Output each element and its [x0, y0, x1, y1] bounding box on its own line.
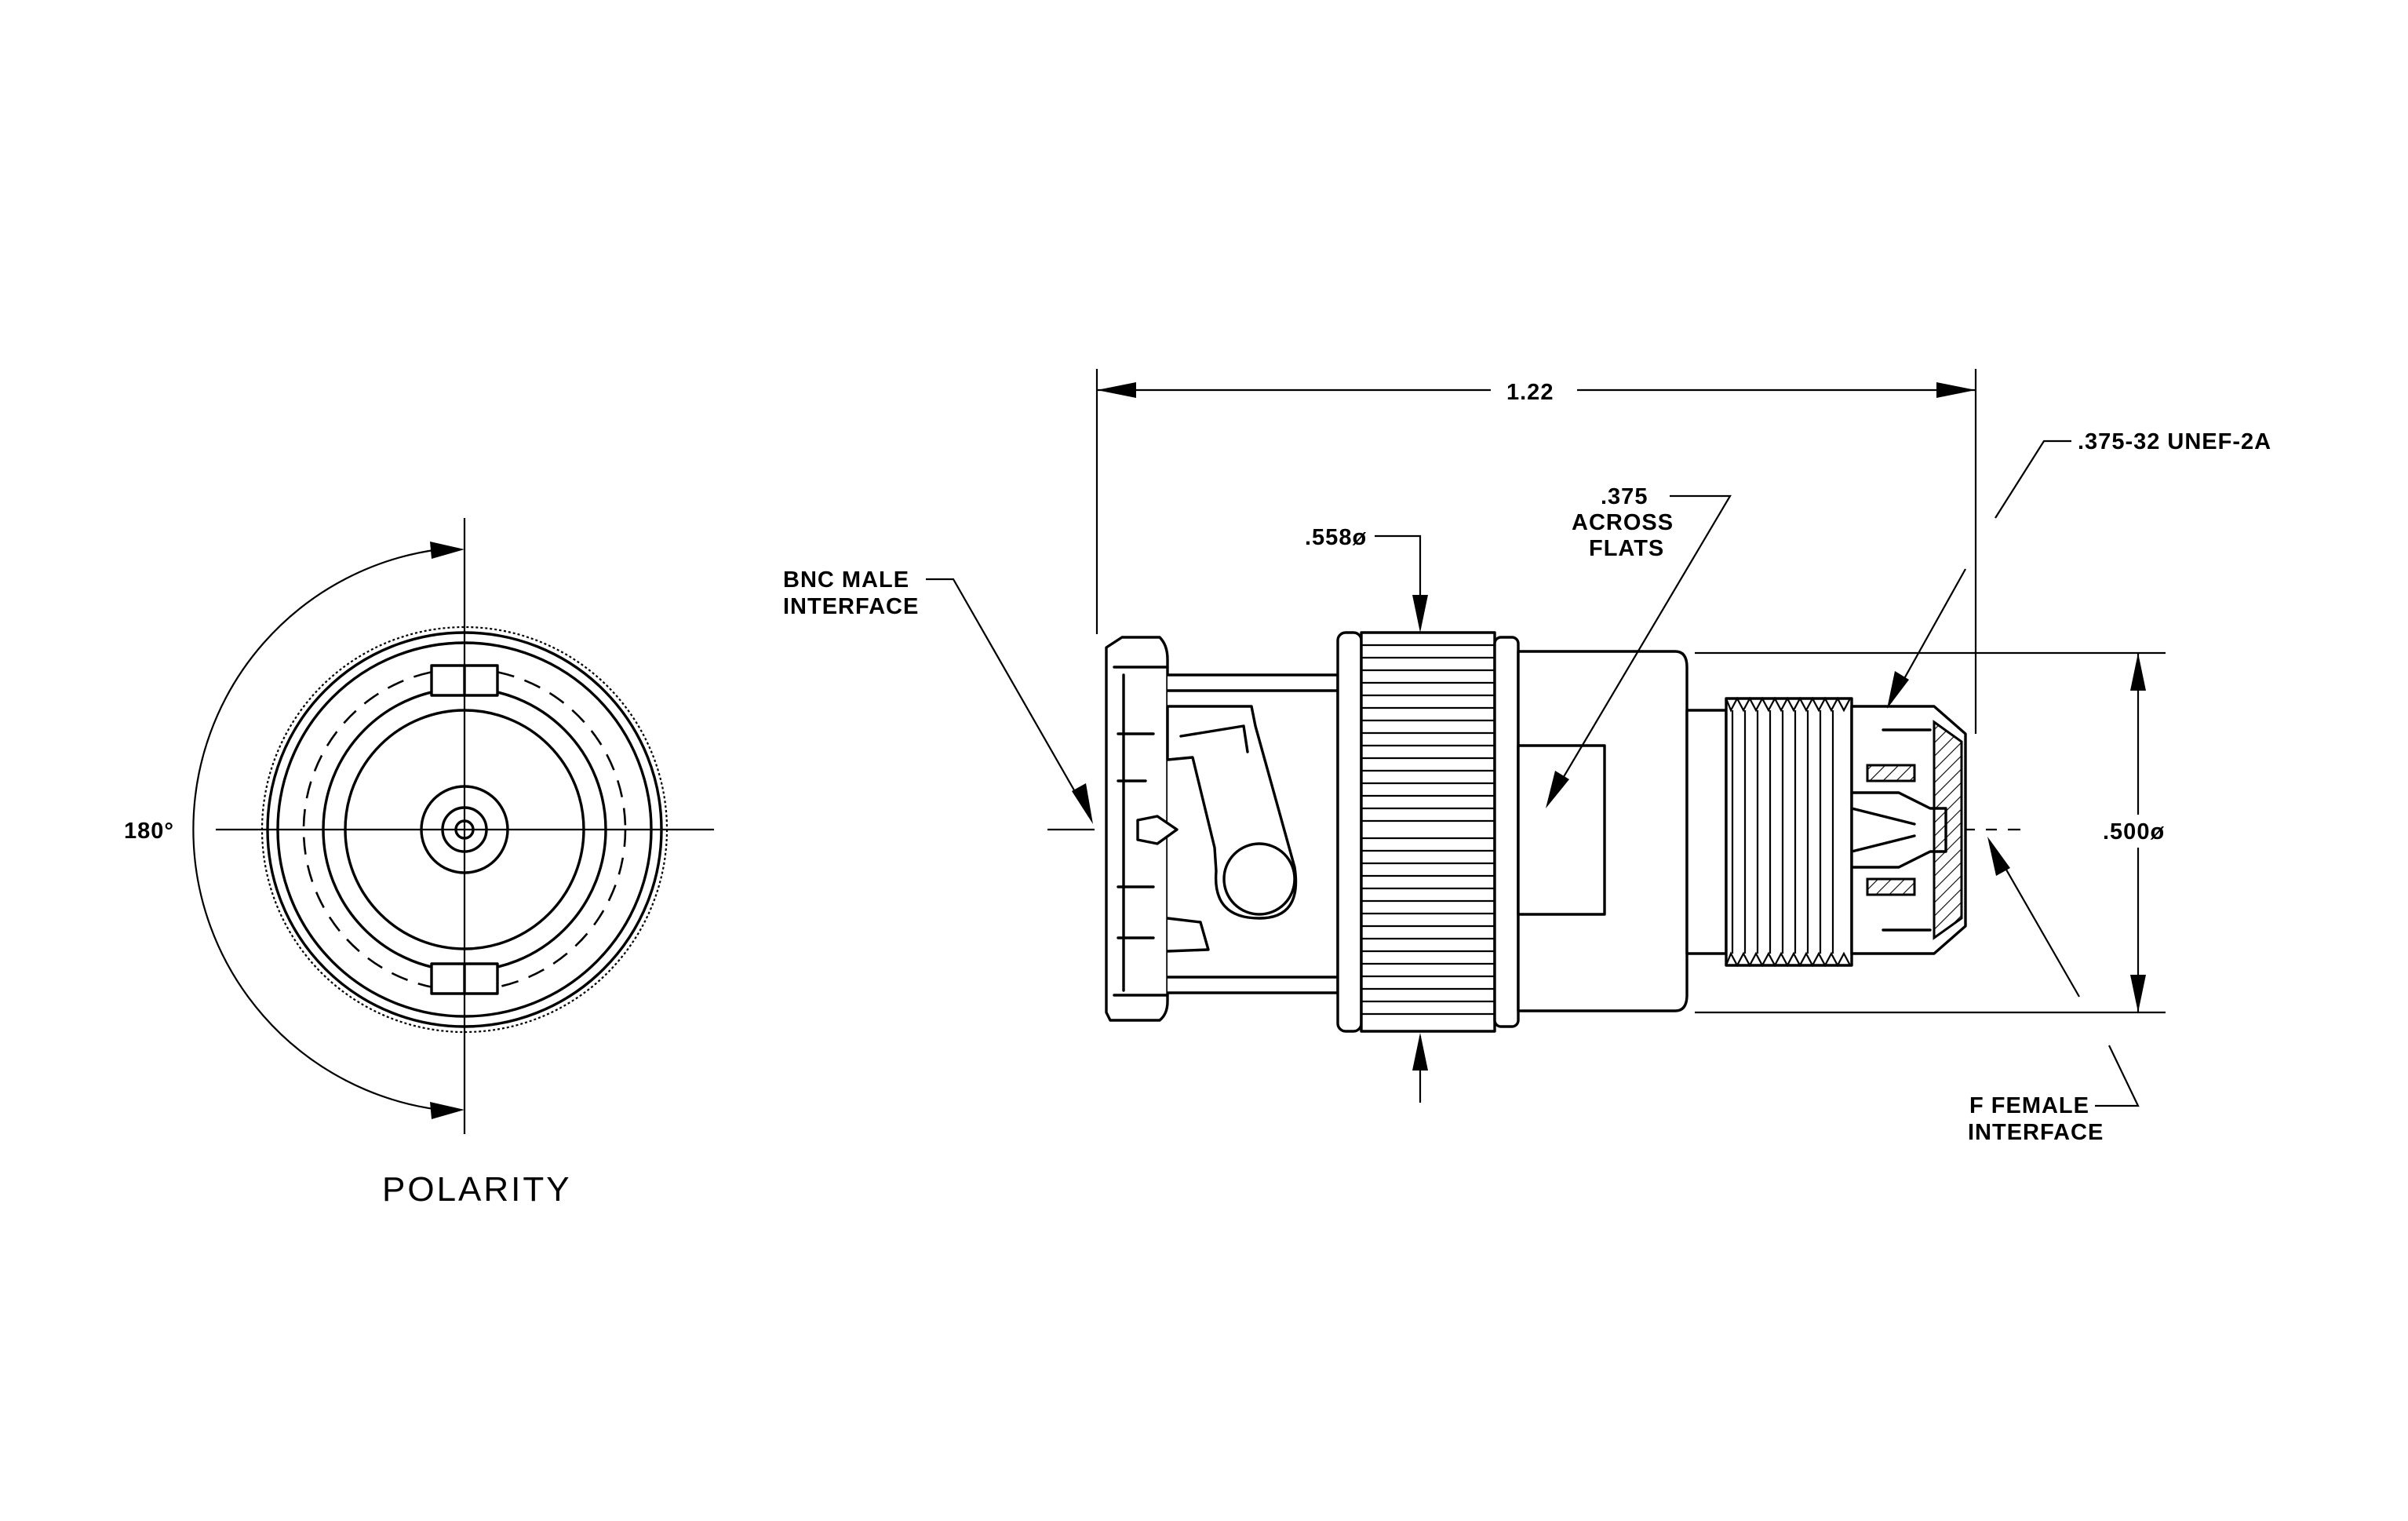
- flats-label-3: FLATS: [1589, 536, 1664, 561]
- thread-leader: [1995, 440, 2071, 519]
- body-diameter-label: .500ø: [2103, 819, 2165, 844]
- f-female-threaded-body: [1685, 696, 1853, 968]
- shell-inner: [344, 709, 585, 950]
- contact-insulator: [420, 785, 509, 874]
- length-arrow-right: [1936, 382, 1976, 398]
- overall-length-label: 1.22: [1506, 380, 1554, 405]
- bnc-label-2: INTERFACE: [783, 594, 919, 619]
- coupling-diameter-label: .558ø: [1305, 525, 1367, 550]
- f-leader-1: [2095, 1045, 2140, 1107]
- arc-arrow-bottom: [430, 1102, 464, 1119]
- arc-arrow-top: [430, 542, 464, 559]
- polarity-arc: [192, 548, 440, 1111]
- outer-ring: [266, 631, 663, 1028]
- bnc-leader: [926, 578, 1090, 817]
- hex-body: [1517, 650, 1689, 1012]
- contact-outer: [441, 806, 488, 853]
- flats-leader: [1549, 494, 1732, 801]
- polarity-caption: POLARITY: [382, 1170, 572, 1209]
- coupling-leader-top: [1375, 534, 1422, 628]
- knurled-coupling-ring: [1336, 631, 1520, 1033]
- bayonet-dashed-circle: [302, 667, 627, 992]
- contact-pin: [454, 819, 475, 840]
- knurled-outer-ring: [260, 626, 668, 1034]
- flats-label-2: ACROSS: [1572, 510, 1674, 535]
- f-label-2: INTERFACE: [1968, 1120, 2104, 1145]
- flats-label-1: .375: [1601, 484, 1648, 509]
- thread-spec-label: .375-32 UNEF-2A: [2078, 429, 2271, 454]
- f-female-section: [1850, 705, 1967, 955]
- f-label-1: F FEMALE: [1969, 1093, 2089, 1118]
- side-view: 1.22 .558ø .375 ACROSS FLATS .375-32 UNE…: [783, 369, 2271, 1145]
- bnc-label-1: BNC MALE: [783, 567, 909, 593]
- angle-label: 180°: [124, 819, 174, 844]
- length-arrow-left: [1097, 382, 1136, 398]
- ring-inner: [276, 641, 653, 1018]
- end-view: 180° POLARITY: [110, 518, 714, 1209]
- bnc-shell: [1136, 673, 1339, 994]
